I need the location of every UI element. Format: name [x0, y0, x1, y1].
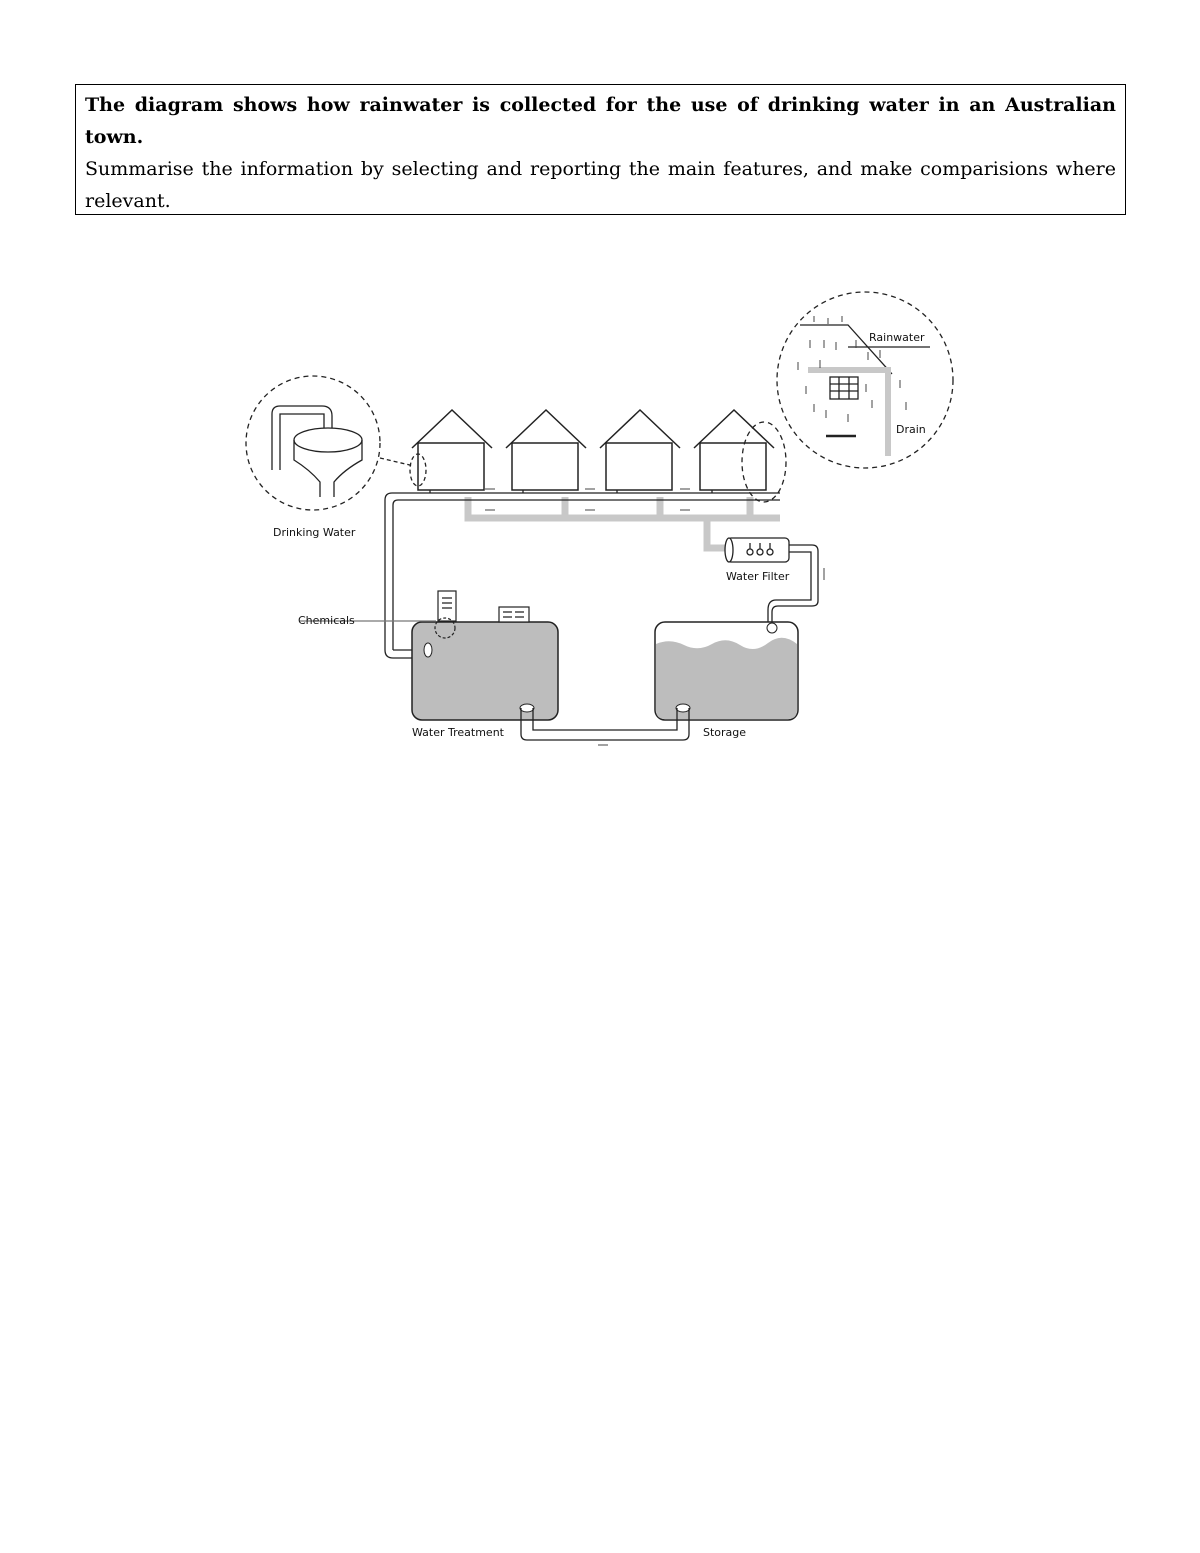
chemicals-dispenser [300, 590, 530, 639]
storage-tank [654, 621, 799, 721]
label-water-filter: Water Filter [726, 570, 790, 583]
label-rainwater: Rainwater [869, 331, 925, 344]
treatment-storage-pipe [520, 708, 690, 741]
house-1 [411, 408, 493, 491]
house-4 [693, 408, 775, 491]
label-chemicals: Chemicals [298, 614, 355, 627]
task-title: The diagram shows how rainwater is colle… [85, 89, 1116, 153]
rainwater-diagram: Drinking Water Chemicals Water Filter Wa… [245, 291, 954, 746]
filter-to-storage-pipe [767, 544, 819, 625]
label-drinking-water: Drinking Water [273, 526, 356, 539]
label-storage: Storage [703, 726, 746, 739]
label-drain: Drain [896, 423, 926, 436]
task-instruction: Summarise the information by selecting a… [85, 158, 1116, 212]
drinking-water-pipe [384, 490, 780, 659]
task-title-text: The diagram shows how rainwater is colle… [85, 94, 1116, 148]
houses [411, 408, 775, 491]
house-3 [599, 408, 681, 491]
flow-arrows [485, 488, 825, 746]
water-treatment-tank [411, 621, 559, 721]
label-water-treatment: Water Treatment [412, 726, 505, 739]
rainwater-inset [741, 291, 954, 503]
house-2 [505, 408, 587, 491]
water-filter [724, 537, 790, 563]
task-box: The diagram shows how rainwater is colle… [75, 84, 1126, 215]
drinking-water-inset [245, 375, 427, 511]
